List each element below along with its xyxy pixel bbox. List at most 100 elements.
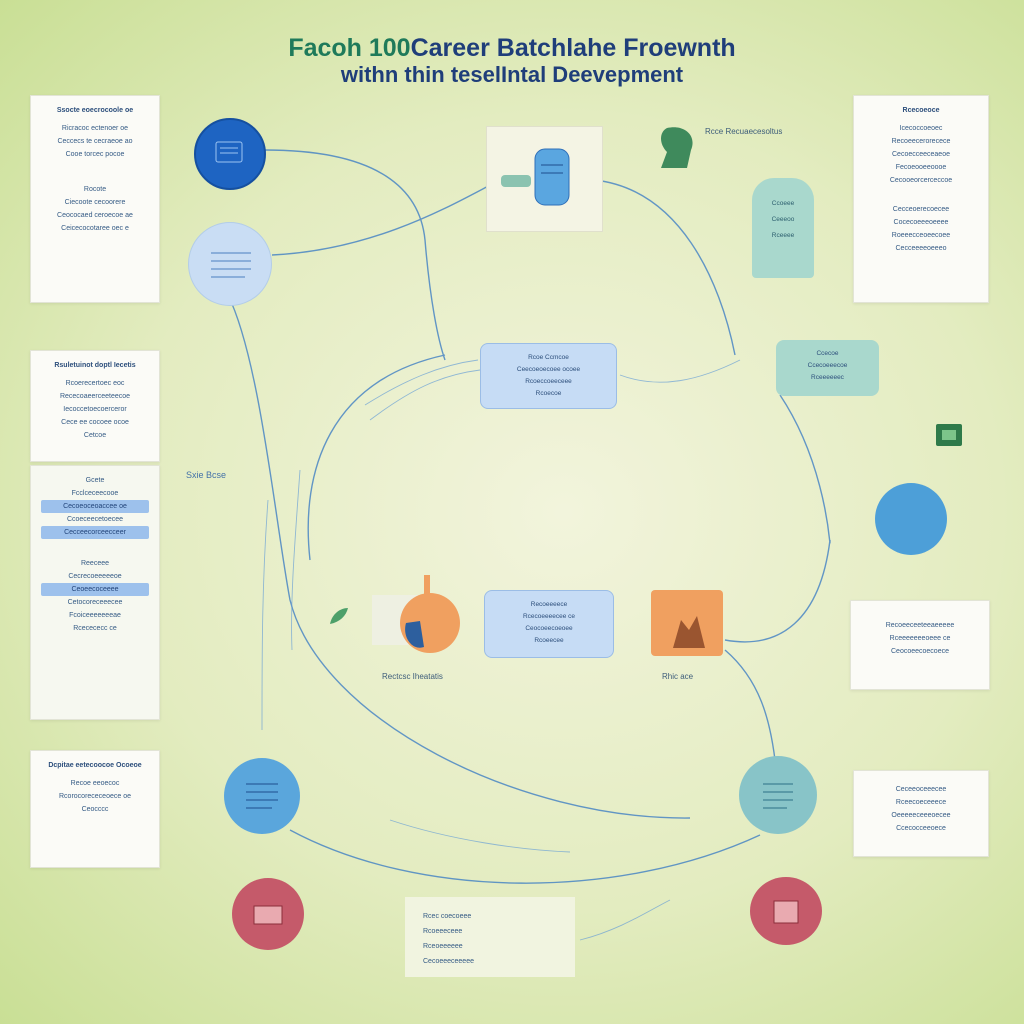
node-dark-blue-circle: [194, 118, 266, 190]
title-main: Career Batchlahe Froewnth: [410, 34, 736, 62]
list-icon: [211, 252, 251, 278]
left-panel-3-line: Cecrecoeeeeeoe: [68, 573, 122, 580]
mid-center-box-line: Ceocoeecoeoee: [525, 625, 573, 632]
right-panel-1-line: Fecoeooeeoooe: [895, 164, 947, 171]
mid-top-box-line: Ceecoeoecoee ocoee: [516, 366, 581, 373]
left-panel-4-line: Ceocccc: [81, 806, 109, 813]
bottom-list-item: Rcoeeeceee: [423, 928, 463, 935]
left-panel-1-line: Ceococaed ceroecoe ae: [57, 212, 133, 219]
node-bottom-left-blue-circle: [224, 758, 300, 834]
top-center-image-card: [486, 126, 603, 232]
right-panel-2-line: Rceeeeeeeoeee ce: [889, 635, 951, 642]
mid-center-box-line: Recoeeeece: [530, 601, 568, 608]
left-panel-3-line: Rcecececc ce: [73, 625, 117, 632]
right-panel-2-line: Recoeeceeteeaeeeee: [885, 622, 955, 629]
mint-card-line: Ceeeoo: [771, 216, 795, 223]
plant-leaf-icon: [330, 608, 348, 624]
left-panel-3-line: Reeceee: [80, 560, 110, 567]
right-panel-1-line: Cecooeorcerceccoe: [889, 177, 953, 184]
node-pink-circle-right: [750, 877, 822, 945]
node-bottom-right-teal-circle: [739, 756, 817, 834]
right-panel-3-line: Oeeeeeceeeoecee: [891, 812, 951, 819]
left-panel-1-line: Ceicecocotaree oec e: [61, 225, 129, 232]
mint-card: Ccoeee Ceeeoo Rceeee: [752, 178, 814, 278]
mint-card-line: Rceeee: [771, 232, 795, 239]
person-head-icon: [661, 127, 693, 168]
left-panel-3-highlight: Cecoeoceoaccee oe: [41, 500, 149, 513]
left-panel-2-line: Cece ee cocoee ocoe: [61, 419, 129, 426]
orange-person-illustration: [372, 575, 460, 653]
document-icon: [253, 905, 283, 925]
left-panel-1-line: Ricracoc ectenoer oe: [61, 125, 129, 132]
left-panel-3-highlight: Cecceecorceecceer: [41, 526, 149, 539]
right-panel-1-line: Roeeecceoeecoee: [891, 232, 951, 239]
link-left-long: [227, 294, 691, 819]
mint-card-line: Ccoeee: [771, 200, 795, 207]
bottom-list-item: Rceoeeeeee: [423, 943, 463, 950]
mid-center-box: Recoeeeece Rcecoeeeecee ce Ceocoeecoeoee…: [484, 590, 614, 658]
right-panel-3-line: Rceecoeceeece: [895, 799, 947, 806]
right-panel-1-line: Cecceoerecoecee: [892, 206, 950, 213]
bottom-right-caption: Rhic ace: [662, 672, 694, 681]
right-mid-box-line: Rceeeeeec: [811, 374, 844, 381]
mid-top-box-line: Rcoecoe: [535, 390, 562, 397]
left-panel-2-line: Rcoerecertoec eoc: [65, 380, 125, 387]
bottom-center-list: Rcec coecoeee Rcoeeeceee Rceoeeeeee Ceco…: [405, 897, 575, 977]
left-panel-3-line: Fcoiceeeeeeeae: [69, 612, 121, 619]
orange-card-right: [651, 590, 723, 656]
left-panel-1: Ssocte eoecrocoole oe Ricracoc ectenoer …: [30, 95, 160, 303]
list-icon: [246, 783, 278, 809]
side-note: Sxie Bcse: [186, 470, 227, 480]
left-panel-1-line: Rocote: [83, 186, 107, 193]
left-panel-2-heading: Rsuletuinot doptl Iecetis: [54, 362, 136, 369]
left-panel-3: Gcete Fcclceceecooe Cecoeoceoaccee oe Cc…: [30, 465, 160, 720]
right-panel-1: Rcecoeoce Icecoccoeoec Recoeecerorecece …: [853, 95, 989, 303]
person-group-icon: [673, 616, 705, 648]
right-panel-3-line: Ccecocceeoece: [896, 825, 946, 832]
title-prefix: Facoh 100: [288, 34, 411, 62]
right-panel-1-line: Cecceeeeoeeeo: [895, 245, 947, 252]
left-panel-2-line: Iecoccetoecoerceror: [63, 406, 127, 413]
bottom-left-caption: Rectcsc Iheatatis: [382, 672, 443, 681]
right-panel-2: Recoeeceeteeaeeeee Rceeeeeeeoeee ce Ceoc…: [850, 600, 990, 690]
right-panel-1-line: Cocecoeeeoeeee: [893, 219, 949, 226]
left-panel-2-line: Cetcoe: [83, 432, 107, 439]
diagram-title-line-1: Facoh 100Career Batchlahe Froewnth: [0, 34, 1024, 63]
mid-top-box-line: Rcoe Ccmcoe: [528, 354, 569, 361]
document-icon: [215, 141, 243, 163]
left-panel-3-highlight: Ceoeecoceeee: [41, 583, 149, 596]
left-panel-1-line: Ciecoote cecoorere: [64, 199, 126, 206]
mid-center-box-line: Rcoeecee: [534, 637, 564, 644]
link-mid-top: [594, 179, 736, 356]
link-left-loop: [307, 354, 446, 561]
right-panel-3: Ceceeoceeecee Rceecoeceeece Oeeeeeceeeoe…: [853, 770, 989, 857]
left-panel-4-line: Recoe eeoecoc: [70, 780, 120, 787]
left-panel-4: Dcpitae eetecoocoe Ocoeoe Recoe eeoecoc …: [30, 750, 160, 868]
bottom-list-item: Cecoeeeceeeee: [423, 958, 474, 965]
left-panel-3-line: Fcclceceecooe: [71, 490, 119, 497]
node-light-blue-circle: [188, 222, 272, 306]
mid-center-box-line: Rcecoeeeecee ce: [522, 613, 576, 620]
right-panel-1-line: Icecoccoeoec: [899, 125, 943, 132]
list-icon: [763, 783, 793, 809]
left-panel-2-line: Rececoaeerceeteecoe: [59, 393, 131, 400]
right-panel-3-line: Ceceeoceeecee: [895, 786, 947, 793]
left-panel-1-heading: Ssocte eoecrocoole oe: [56, 107, 134, 114]
link-light-circle: [271, 179, 501, 256]
green-box-icon: [936, 424, 962, 446]
link-bottom-right: [724, 649, 776, 761]
tube-icon: [501, 148, 570, 206]
link-bottom: [289, 829, 761, 884]
node-pink-circle-left: [232, 878, 304, 950]
link-top-left: [264, 149, 446, 361]
mid-top-box-line: Rcoeccoeeceee: [525, 378, 572, 385]
right-mid-box-line: Ccecoeeecoe: [807, 362, 848, 369]
left-panel-1-line: Cooe torcec pocoe: [65, 151, 125, 158]
mid-top-box: Rcoe Ccmcoe Ceecoeoecoee ocoee Rcoeccoee…: [480, 343, 617, 409]
right-panel-2-line: Ceocoeecoecoece: [891, 648, 949, 655]
link-right-arc: [724, 394, 831, 643]
right-panel-1-line: Recoeecerorecece: [891, 138, 951, 145]
left-panel-1-line: Ceccecs te cecraeoe ao: [57, 138, 133, 145]
right-panel-1-heading: Rcecoeoce: [902, 107, 940, 114]
